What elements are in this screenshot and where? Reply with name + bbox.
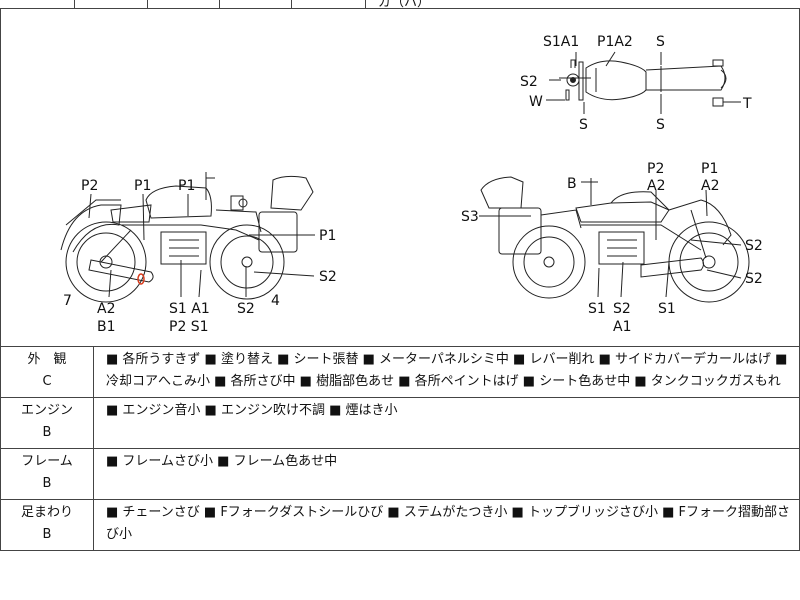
category-cell: 外 観 C (0, 346, 94, 398)
label-s2-lower-right: S2 (745, 271, 763, 287)
label-p1a-left: P1 (134, 178, 151, 194)
label-p1-right: P1 (701, 161, 718, 177)
label-p1a2-top: P1A2 (597, 34, 633, 50)
label-s2-top: S2 (520, 74, 538, 90)
label-s1a1-left: S1 A1 (169, 301, 210, 317)
items-cell: ■ 各所うすきず ■ 塗り替え ■ シート張替 ■ メーターパネルシミ中 ■ レ… (93, 346, 800, 398)
label-s1-left-right: S1 (588, 301, 606, 317)
category-label: 足まわり (20, 505, 73, 520)
header-cell (291, 0, 366, 8)
leader-lines (88, 51, 742, 298)
grade-label: B (42, 425, 52, 440)
items-text: ■ チェーンさび ■ Fフォークダストシールひび ■ ステムがたつき小 ■ トッ… (106, 505, 791, 542)
label-a1-right: A1 (613, 319, 631, 335)
header-cell (74, 0, 148, 8)
label-s-bottom-left-top: S (579, 117, 588, 133)
label-s-top: S (656, 34, 665, 50)
label-p2s1-left: P2 S1 (169, 319, 209, 335)
table-row: 足まわり B ■ チェーンさび ■ Fフォークダストシールひび ■ ステムがたつ… (0, 499, 800, 551)
category-label: フレーム (21, 454, 73, 469)
label-a2-left: A2 (97, 301, 115, 317)
items-text: ■ フレームさび小 ■ フレーム色あせ中 (106, 454, 338, 469)
label-s2-upper-right: S2 (745, 238, 763, 254)
label-s3-right: S3 (461, 209, 479, 225)
label-b-right: B (567, 176, 577, 192)
category-label: エンジン (20, 403, 73, 418)
label-num-7: 7 (63, 293, 72, 309)
label-s1-right-right: S1 (658, 301, 676, 317)
label-p1b-left: P1 (178, 178, 195, 194)
label-t-top: T (742, 96, 752, 112)
header-cut-text: ガ（ハ） (378, 0, 431, 10)
items-cell: ■ フレームさび小 ■ フレーム色あせ中 (93, 448, 800, 500)
label-s2-right-left: S2 (319, 269, 337, 285)
label-a2-left-right: A2 (647, 178, 665, 194)
label-s2-mid-right: S2 (613, 301, 631, 317)
grade-label: C (42, 374, 52, 389)
table-row: 外 観 C ■ 各所うすきず ■ 塗り替え ■ シート張替 ■ メーターパネルシ… (0, 346, 800, 398)
header-cell (0, 0, 75, 8)
left-view-motorcycle (60, 172, 314, 303)
label-s2-bottom-left: S2 (237, 301, 255, 317)
label-s-bottom-right-top: S (656, 117, 665, 133)
category-label: 外 観 (27, 352, 67, 367)
table-row: エンジン B ■ エンジン音小 ■ エンジン吹け不調 ■ 煙はき小 (0, 397, 800, 449)
items-text: ■ 各所うすきず ■ 塗り替え ■ シート張替 ■ メーターパネルシミ中 ■ レ… (106, 352, 788, 389)
grade-label: B (42, 476, 52, 491)
header-cell (147, 0, 220, 8)
label-s1a1-top: S1A1 (543, 34, 579, 50)
label-a2-right-right: A2 (701, 178, 719, 194)
damage-diagram: S1A1 P1A2 S S2 W S S T P2 P1 P1 P1 S2 7 … (0, 9, 800, 346)
items-cell: ■ エンジン音小 ■ エンジン吹け不調 ■ 煙はき小 (93, 397, 800, 449)
items-text: ■ エンジン音小 ■ エンジン吹け不調 ■ 煙はき小 (106, 403, 398, 418)
header-cell (219, 0, 292, 8)
label-p1-right-left: P1 (319, 228, 336, 244)
category-cell: エンジン B (0, 397, 94, 449)
items-cell: ■ チェーンさび ■ Fフォークダストシールひび ■ ステムがたつき小 ■ トッ… (93, 499, 800, 551)
right-view-motorcycle (480, 176, 750, 303)
header-row-cut: ガ（ハ） (0, 0, 800, 10)
category-cell: フレーム B (0, 448, 94, 500)
label-num-4: 4 (271, 293, 280, 309)
grade-label: B (42, 527, 52, 542)
table-row: フレーム B ■ フレームさび小 ■ フレーム色あせ中 (0, 448, 800, 500)
category-cell: 足まわり B (0, 499, 94, 551)
label-w-top: W (529, 94, 543, 110)
label-p2-left: P2 (81, 178, 98, 194)
top-view-motorcycle (559, 59, 727, 107)
label-p2-right: P2 (647, 161, 664, 177)
label-b1-left: B1 (97, 319, 116, 335)
evaluation-table: 外 観 C ■ 各所うすきず ■ 塗り替え ■ シート張替 ■ メーターパネルシ… (0, 346, 800, 551)
damage-marker-icon (137, 273, 145, 285)
motorcycle-diagram-svg: S1A1 P1A2 S S2 W S S T P2 P1 P1 P1 S2 7 … (60, 34, 763, 335)
